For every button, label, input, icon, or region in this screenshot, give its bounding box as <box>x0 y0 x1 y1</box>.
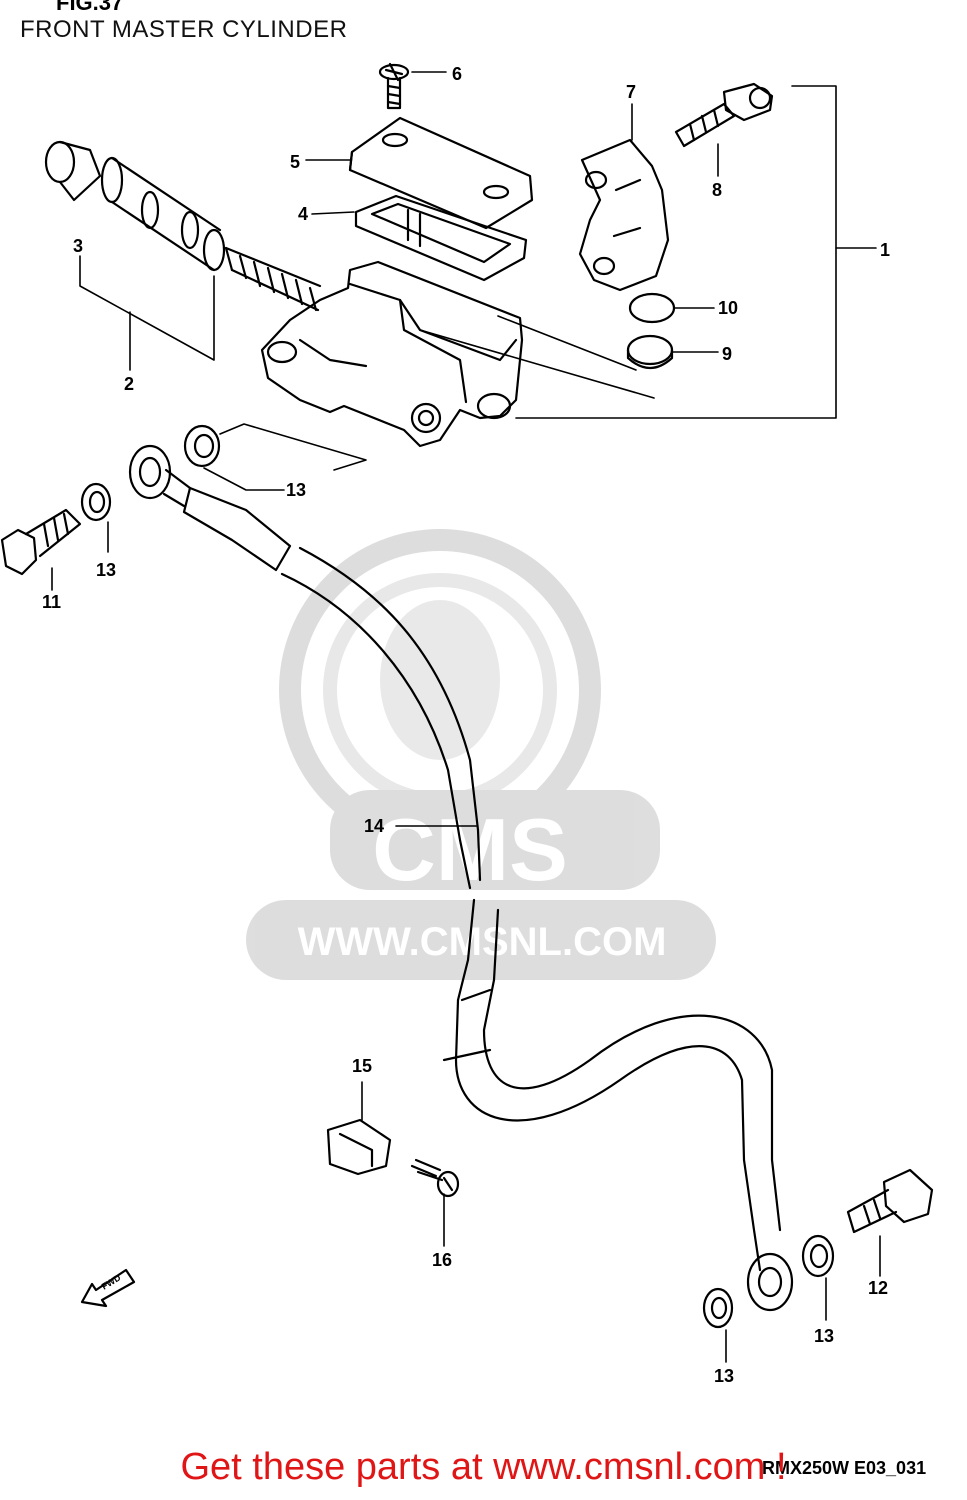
callout-5: 5 <box>290 152 300 172</box>
callout-3: 3 <box>73 236 83 256</box>
part-11-union-bolt <box>0 508 82 576</box>
callout-4: 4 <box>298 204 308 224</box>
fwd-arrow-icon <box>80 1268 136 1308</box>
callout-10: 10 <box>718 298 738 318</box>
callout-11: 11 <box>42 592 61 612</box>
callout-14: 14 <box>364 816 384 836</box>
figure-number: FIG.37 <box>56 0 124 15</box>
callout-13: 13 <box>286 480 306 500</box>
part-8-bolt <box>674 82 774 148</box>
callout-6: 6 <box>452 64 462 84</box>
cms-watermark-logo: CMS WWW.CMSNL.COM <box>246 529 716 980</box>
part-13-washer <box>80 424 835 1329</box>
callout-13: 13 <box>814 1326 834 1346</box>
part-9-cap <box>626 334 674 370</box>
part-2-piston-set <box>44 140 322 312</box>
part-14-brake-hose <box>128 444 794 1312</box>
part-1-master-cylinder-body <box>260 260 524 448</box>
promo-link[interactable]: Get these parts at www.cmsnl.com ! <box>180 1446 787 1488</box>
part-16-screw <box>410 1158 460 1198</box>
part-4-diaphragm <box>354 194 528 282</box>
part-15-clamp <box>326 1118 392 1176</box>
callout-7: 7 <box>626 82 636 102</box>
callout-2: 2 <box>124 374 134 394</box>
figure-code: RMX250W E03_031 <box>762 1458 927 1478</box>
part-5-cap <box>348 116 534 230</box>
callout-16: 16 <box>432 1250 452 1270</box>
watermark-brand: CMS <box>372 800 568 899</box>
part-7-clamp <box>578 138 670 292</box>
callout-12: 12 <box>868 1278 888 1298</box>
callout-13: 13 <box>714 1366 734 1386</box>
callout-1: 1 <box>880 240 890 260</box>
part-10-washer <box>628 292 676 324</box>
figure-title: FRONT MASTER CYLINDER <box>20 16 348 43</box>
callout-9: 9 <box>722 344 732 364</box>
part-12-union-bolt <box>846 1168 934 1234</box>
part-6-screw <box>378 62 410 110</box>
callout-8: 8 <box>712 180 722 200</box>
watermark-url: WWW.CMSNL.COM <box>298 920 667 964</box>
callout-labels: 1 2 3 4 5 6 7 8 9 10 11 12 13 13 13 13 1… <box>42 64 890 1386</box>
callout-leaders <box>51 71 881 1363</box>
callout-15: 15 <box>352 1056 372 1076</box>
callout-13: 13 <box>96 560 116 580</box>
